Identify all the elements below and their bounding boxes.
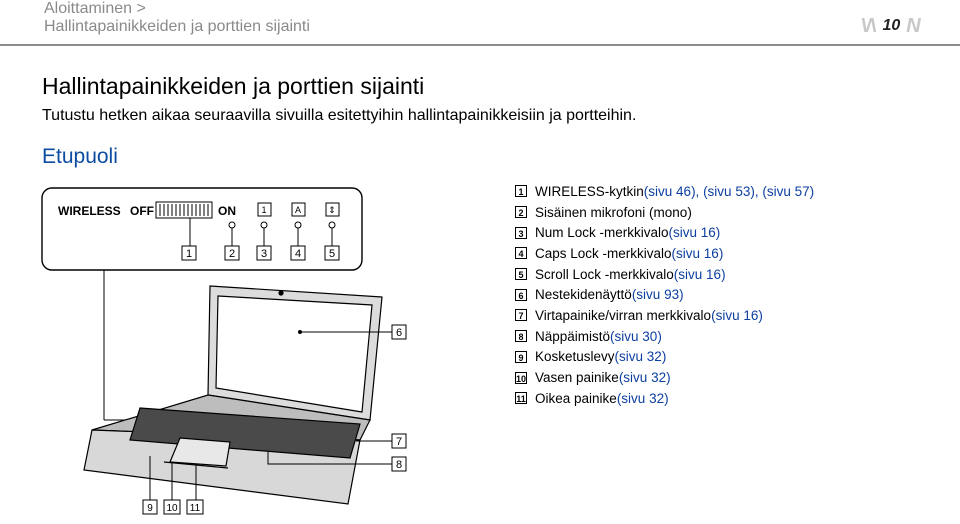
intro-text: Tutustu hetken aikaa seuraavilla sivuill… (42, 107, 637, 124)
laptop-illustration (83, 285, 383, 505)
svg-text:9: 9 (147, 503, 153, 514)
svg-text:4: 4 (295, 248, 301, 260)
legend-number: 7 (515, 309, 527, 322)
legend-text: Caps Lock -merkkivalo (535, 245, 672, 261)
legend-text: Oikea painike (535, 390, 617, 406)
legend-number: 1 (515, 185, 527, 198)
legend-text: Näppäimistö (535, 328, 611, 344)
svg-text:10: 10 (166, 503, 178, 514)
legend-number: 10 (515, 371, 527, 384)
svg-text:6: 6 (396, 327, 402, 339)
svg-text:7: 7 (396, 436, 402, 448)
scroll-lock-icon (325, 202, 340, 217)
legend-item: 2 Sisäinen mikrofoni (mono) (515, 202, 814, 223)
section-heading: Etupuoli (42, 145, 118, 168)
page-reference-link[interactable]: (sivu 32) (614, 349, 667, 365)
legend-text: Scroll Lock -merkkivalo (535, 266, 674, 282)
page-header: Aloittaminen > Hallintapainikkeiden ja p… (0, 0, 960, 47)
legend-text: Num Lock -merkkivalo (535, 225, 669, 241)
page-navigation: N 10 N (862, 14, 921, 38)
legend-number: 11 (515, 392, 527, 405)
legend-number: 9 (515, 350, 527, 363)
on-label: ON (218, 204, 236, 218)
legend-number: 3 (515, 226, 527, 239)
legend-text: Virtapainike/virran merkkivalo (535, 307, 712, 323)
legend-number: 8 (515, 330, 527, 343)
legend-item: 7 Virtapainike/virran merkkivalo (sivu 16… (515, 305, 814, 326)
svg-text:11: 11 (190, 503, 201, 514)
page-title: Hallintapainikkeiden ja porttien sijaint… (42, 73, 425, 99)
legend-number: 6 (515, 288, 527, 301)
svg-text:3: 3 (261, 248, 267, 260)
legend-item: 10 Vasen painike (sivu 32) (515, 367, 814, 388)
breadcrumb-parent[interactable]: Aloittaminen > (44, 0, 146, 17)
caps-lock-icon (291, 202, 306, 217)
page-reference-link[interactable]: (sivu 32) (618, 370, 671, 386)
svg-text:5: 5 (329, 248, 335, 260)
switch-inset-box (41, 187, 363, 271)
page-reference-link[interactable]: (sivu 30) (610, 328, 662, 344)
legend-text: Kosketuslevy (535, 349, 615, 365)
svg-text:2: 2 (229, 248, 235, 260)
off-label: OFF (130, 204, 154, 218)
legend-item: 11 Oikea painike (sivu 32) (515, 388, 814, 409)
legend-item: 6 Nestekidenäyttö (sivu 93) (515, 284, 814, 305)
wireless-switch-icon (155, 201, 213, 219)
next-page-icon[interactable]: N (906, 14, 921, 37)
svg-text:1: 1 (261, 205, 266, 215)
page-number: 10 (882, 17, 901, 34)
legend-text: Vasen painike (535, 370, 619, 386)
page-reference-link[interactable]: (sivu 46), (sivu 53), (sivu 57) (643, 183, 815, 199)
svg-text:8: 8 (396, 459, 402, 471)
page-reference-link[interactable]: (sivu 16) (668, 225, 721, 241)
breadcrumb-current[interactable]: Hallintapainikkeiden ja porttien sijaint… (44, 18, 310, 35)
svg-text:⇕: ⇕ (328, 205, 336, 215)
page-reference-link[interactable]: (sivu 93) (631, 287, 684, 303)
legend-text-suffix: -kytkin (604, 183, 644, 199)
legend-item: 3 Num Lock -merkkivalo (sivu 16) (515, 222, 814, 243)
component-legend: 1 WIRELESS-kytkin (sivu 46), (sivu 53), (… (515, 181, 814, 409)
num-lock-icon (257, 202, 272, 217)
legend-item: 1 WIRELESS-kytkin (sivu 46), (sivu 53), (… (515, 181, 814, 202)
legend-text: Nestekidenäyttö (535, 287, 632, 303)
legend-number: 5 (515, 268, 527, 281)
legend-item: 5 Scroll Lock -merkkivalo (sivu 16) (515, 264, 814, 285)
page-reference-link[interactable]: (sivu 32) (616, 390, 669, 406)
legend-item: 4 Caps Lock -merkkivalo (sivu 16) (515, 243, 814, 264)
legend-number: 4 (515, 247, 527, 260)
page-reference-link[interactable]: (sivu 16) (711, 307, 763, 323)
svg-text:1: 1 (186, 248, 192, 260)
legend-number: 2 (515, 206, 527, 219)
page-reference-link[interactable]: (sivu 16) (673, 266, 726, 282)
page-reference-link[interactable]: (sivu 16) (671, 245, 724, 261)
legend-item: 8 Näppäimistö (sivu 30) (515, 326, 814, 347)
wireless-label: WIRELESS (58, 204, 121, 218)
legend-text: Sisäinen mikrofoni (mono) (535, 204, 692, 220)
svg-text:A: A (295, 205, 301, 215)
header-divider (0, 44, 960, 46)
legend-text: WIRELESS (535, 183, 605, 199)
legend-item: 9 Kosketuslevy (sivu 32) (515, 347, 814, 368)
